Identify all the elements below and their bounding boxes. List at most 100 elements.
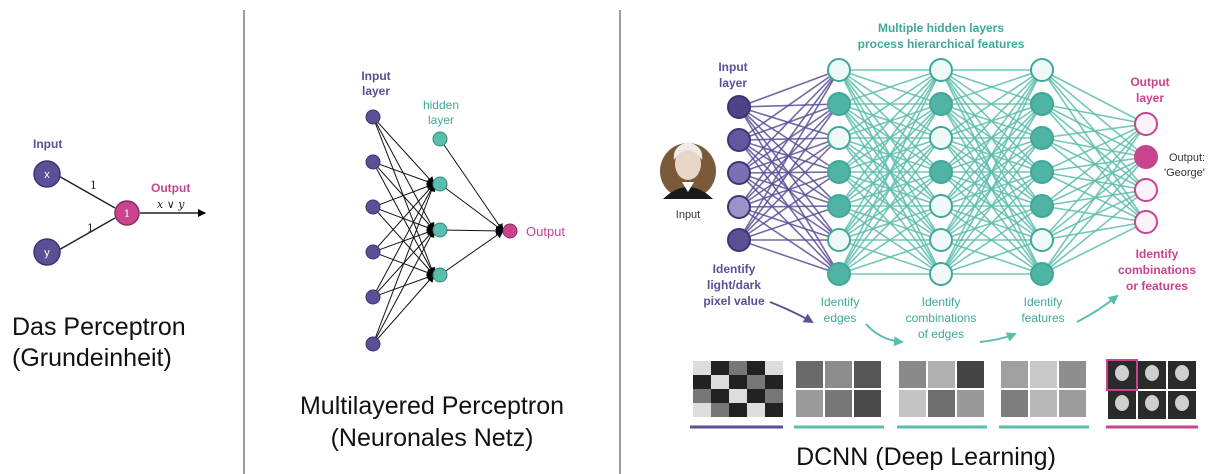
mlp-edge	[439, 230, 504, 276]
dcnn-hidden1-node	[827, 194, 851, 218]
portrait-face	[1145, 365, 1159, 381]
dcnn-output-layer-line1: Output	[1130, 75, 1169, 89]
dcnn-edge	[738, 239, 840, 275]
mlp-edge	[372, 116, 435, 185]
pixel-cell	[729, 361, 747, 375]
dcnn-edge	[838, 69, 942, 275]
edge-thumb	[796, 361, 823, 388]
mlp-input-node	[365, 199, 381, 215]
dcnn-edge	[1041, 69, 1147, 125]
dcnn-output-text-line2: 'George'	[1164, 167, 1205, 179]
dcnn-hidden2-node	[929, 228, 953, 252]
dcnn-input-node	[727, 161, 751, 185]
pixel-cell	[693, 403, 711, 417]
identify-comb-features-line1: Identify	[1136, 247, 1179, 261]
arrow-edges-to-comb	[865, 323, 904, 347]
mlp-input-label-line2: layer	[362, 84, 390, 98]
identify-pixel-line2: light/dark	[707, 278, 761, 292]
portrait-face	[1145, 395, 1159, 411]
dcnn-hidden3-node	[1030, 92, 1054, 116]
comb-edge-thumb	[899, 390, 926, 417]
pixel-cell	[729, 375, 747, 389]
dcnn-input-layer-line2: layer	[719, 76, 747, 90]
node-x-label: x	[44, 169, 50, 181]
perceptron-caption-line2: (Grundeinheit)	[12, 344, 172, 372]
dcnn-edge	[1041, 205, 1147, 223]
dcnn-edge	[838, 69, 942, 105]
comb-edge-thumb	[928, 390, 955, 417]
perceptron-caption-line1: Das Perceptron	[12, 313, 186, 341]
edge-thumb	[825, 361, 852, 388]
mlp-input-label-line1: Input	[361, 69, 390, 83]
dcnn-hidden2-node	[929, 58, 953, 82]
dcnn-hidden2-node	[929, 160, 953, 184]
mlp-edge	[372, 161, 435, 186]
mlp-edges	[372, 116, 504, 345]
mlp-edge	[372, 183, 435, 253]
mlp-hidden-label-line2: layer	[428, 113, 454, 127]
dcnn-edge	[940, 137, 1043, 275]
node-y-label: y	[44, 247, 50, 259]
center-node-label: 1	[124, 209, 130, 220]
dcnn-input-node	[727, 95, 751, 119]
dcnn-hidden1-node	[827, 92, 851, 116]
identify-comb-features-line3: or features	[1126, 279, 1188, 293]
dcnn-edge	[1041, 123, 1147, 241]
identify-comb-edges-line3: of edges	[918, 327, 964, 341]
dcnn-panel: Multiple hidden layers process hierarchi…	[660, 21, 1205, 471]
mlp-edge	[372, 274, 435, 345]
dcnn-hidden3-node	[1030, 262, 1054, 286]
perceptron-formula: x ∨ y	[157, 198, 185, 211]
dcnn-output-node	[1134, 145, 1158, 169]
dcnn-edge	[738, 69, 840, 208]
pixel-cell	[693, 361, 711, 375]
dcnn-hidden1-node	[827, 262, 851, 286]
dcnn-hidden1-node	[827, 58, 851, 82]
dcnn-edge	[738, 137, 840, 241]
dcnn-edge	[838, 137, 942, 275]
mlp-hidden-node	[432, 176, 448, 192]
dcnn-output-node	[1134, 210, 1158, 234]
dcnn-input-layer-line1: Input	[718, 60, 747, 74]
node-y	[33, 238, 61, 266]
mlp-edge	[372, 183, 435, 298]
mlp-output-node	[502, 223, 518, 239]
dcnn-edge	[940, 205, 1043, 275]
dcnn-edge	[940, 69, 1043, 275]
comb-edge-thumb	[957, 361, 984, 388]
feature-thumb	[1030, 390, 1057, 417]
pixel-cell	[693, 375, 711, 389]
edge-thumb	[796, 390, 823, 417]
dcnn-output-node	[1134, 178, 1158, 202]
pixel-cell	[765, 361, 783, 375]
arrow-features-to-output	[1076, 294, 1119, 323]
feature-thumb	[1001, 390, 1028, 417]
dcnn-edge	[940, 69, 1043, 241]
portrait-face	[1175, 395, 1189, 411]
dcnn-caption: DCNN (Deep Learning)	[796, 443, 1056, 471]
edge-thumb	[854, 390, 881, 417]
identify-features-line2: features	[1021, 311, 1064, 325]
dcnn-hidden1-node	[827, 228, 851, 252]
mlp-input-node	[365, 154, 381, 170]
mlp-hidden-node	[432, 131, 448, 147]
dcnn-hidden1-node	[827, 126, 851, 150]
mlp-hidden-label-line1: hidden	[423, 98, 459, 112]
dcnn-edge	[838, 69, 942, 139]
pixel-cell	[711, 403, 729, 417]
dcnn-hidden3-node	[1030, 194, 1054, 218]
weight-bottom-label: 1	[87, 222, 94, 235]
edge-thumb	[825, 390, 852, 417]
pixel-cell	[729, 403, 747, 417]
dcnn-hidden2-node	[929, 126, 953, 150]
comb-edge-thumb	[957, 390, 984, 417]
dcnn-hidden2-node	[929, 194, 953, 218]
dcnn-edge	[838, 69, 942, 207]
node-x	[33, 160, 61, 188]
pixel-cell	[711, 361, 729, 375]
dcnn-edge	[1041, 123, 1147, 207]
dcnn-edge	[738, 69, 840, 174]
feature-thumbnails	[690, 359, 1198, 429]
portrait-face	[1115, 395, 1129, 411]
